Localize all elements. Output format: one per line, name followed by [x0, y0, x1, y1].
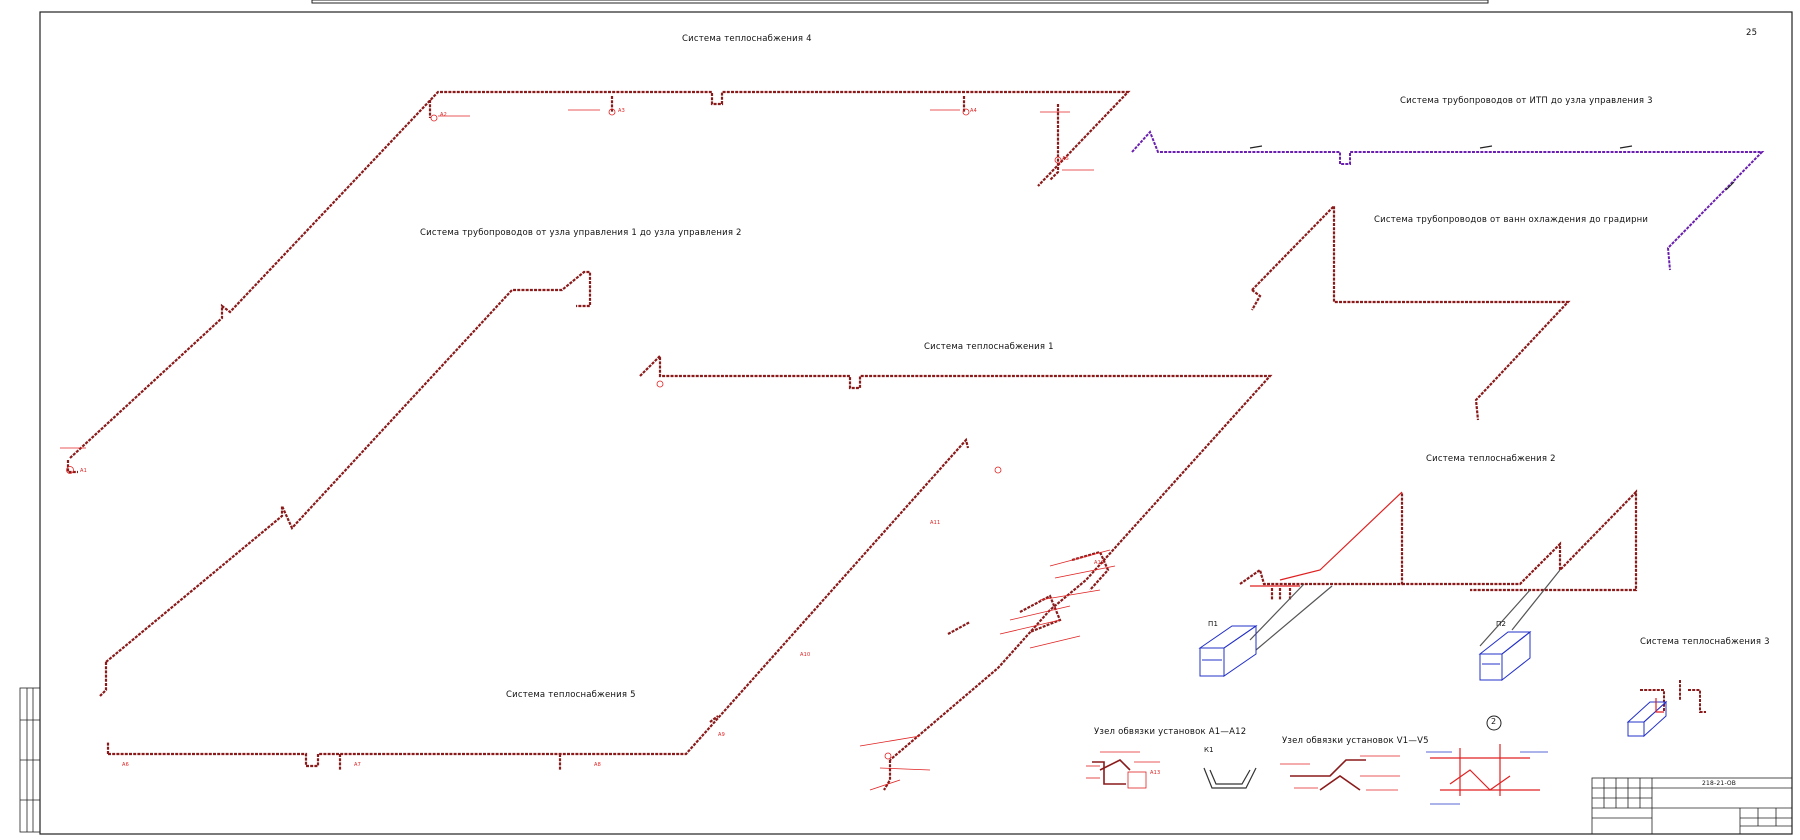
title-heat-system-5: Система теплоснабжения 5	[506, 690, 636, 700]
unit-p2	[1478, 630, 1532, 682]
node-tag: А1	[80, 468, 88, 474]
callout-number: 2	[1491, 717, 1497, 726]
sheet-frame	[39, 11, 1793, 835]
unit-p1	[1198, 625, 1258, 677]
node-tag: А9	[718, 732, 726, 738]
heat-system-3-pipes	[1640, 680, 1706, 713]
node-tag: А6	[122, 762, 130, 768]
previous-sheet-strip	[311, 0, 1489, 4]
node-k1-diagram	[1203, 767, 1257, 789]
node-a-red	[1086, 751, 1160, 789]
title-heat-system-3: Система теплоснабжения 3	[1640, 637, 1770, 647]
node-tag: А13	[1150, 770, 1161, 776]
node-tag: А5	[1062, 156, 1070, 162]
heat-system-2-pipes	[1239, 489, 1638, 600]
node-v-red	[1280, 755, 1400, 791]
node-2-diagram	[1430, 744, 1540, 796]
title-heat-system-4: Система теплоснабжения 4	[682, 34, 812, 44]
title-pipe-bath: Система трубопроводов от ванн охлаждения…	[1374, 215, 1649, 225]
node-a-diagram	[1092, 759, 1131, 785]
heat-system-2-red-lines	[1250, 491, 1403, 587]
label-p2: П2	[1496, 620, 1507, 628]
heat-system-1-red-fittings	[656, 380, 1116, 791]
title-heat-system-1: Система теплоснабжения 1	[924, 342, 1054, 352]
title-heat-system-2: Система теплоснабжения 2	[1426, 454, 1556, 464]
node-tag: А12	[1094, 560, 1105, 566]
title-node-v: Узел обвязки установок V1—V5	[1282, 736, 1429, 746]
drawing-code: 218-21-ОВ	[1702, 780, 1737, 787]
label-p1: П1	[1208, 620, 1219, 628]
title-node-a: Узел обвязки установок А1—А12	[1094, 727, 1247, 737]
title-block	[1591, 777, 1793, 835]
heat-system-5-pipes	[106, 437, 970, 770]
node-2-blue	[1426, 751, 1548, 805]
node-tag: А10	[800, 652, 811, 658]
node-tag: А2	[440, 112, 448, 118]
node-tag: А8	[594, 762, 602, 768]
pipe-system-u1-u2	[99, 270, 592, 697]
page-number: 25	[1746, 28, 1758, 38]
node-v-diagram	[1290, 759, 1366, 791]
callout-circle	[1486, 715, 1502, 731]
node-tag: А11	[930, 520, 941, 526]
node-tag: А4	[970, 108, 978, 114]
heat-system-4-marks	[60, 108, 1094, 474]
heat-system-3-red	[1655, 698, 1664, 713]
pipe-system-bath	[1251, 203, 1571, 421]
heat-system-4-pipes	[66, 90, 1131, 474]
node-tag: А3	[618, 108, 626, 114]
heat-system-2-gray-lines	[1249, 569, 1561, 651]
binding-strip	[19, 687, 41, 833]
pipe-system-itp-u3-marks	[1249, 145, 1735, 191]
title-pipe-itp-u3: Система трубопроводов от ИТП до узла упр…	[1400, 96, 1653, 106]
title-pipe-u1-u2: Система трубопроводов от узла управления…	[420, 228, 742, 238]
pipe-system-itp-u3	[1131, 130, 1765, 271]
node-tag: А7	[354, 762, 362, 768]
heat-system-3-box	[1626, 700, 1668, 738]
heat-system-1-pipes	[639, 353, 1273, 791]
label-k1: К1	[1204, 746, 1214, 754]
